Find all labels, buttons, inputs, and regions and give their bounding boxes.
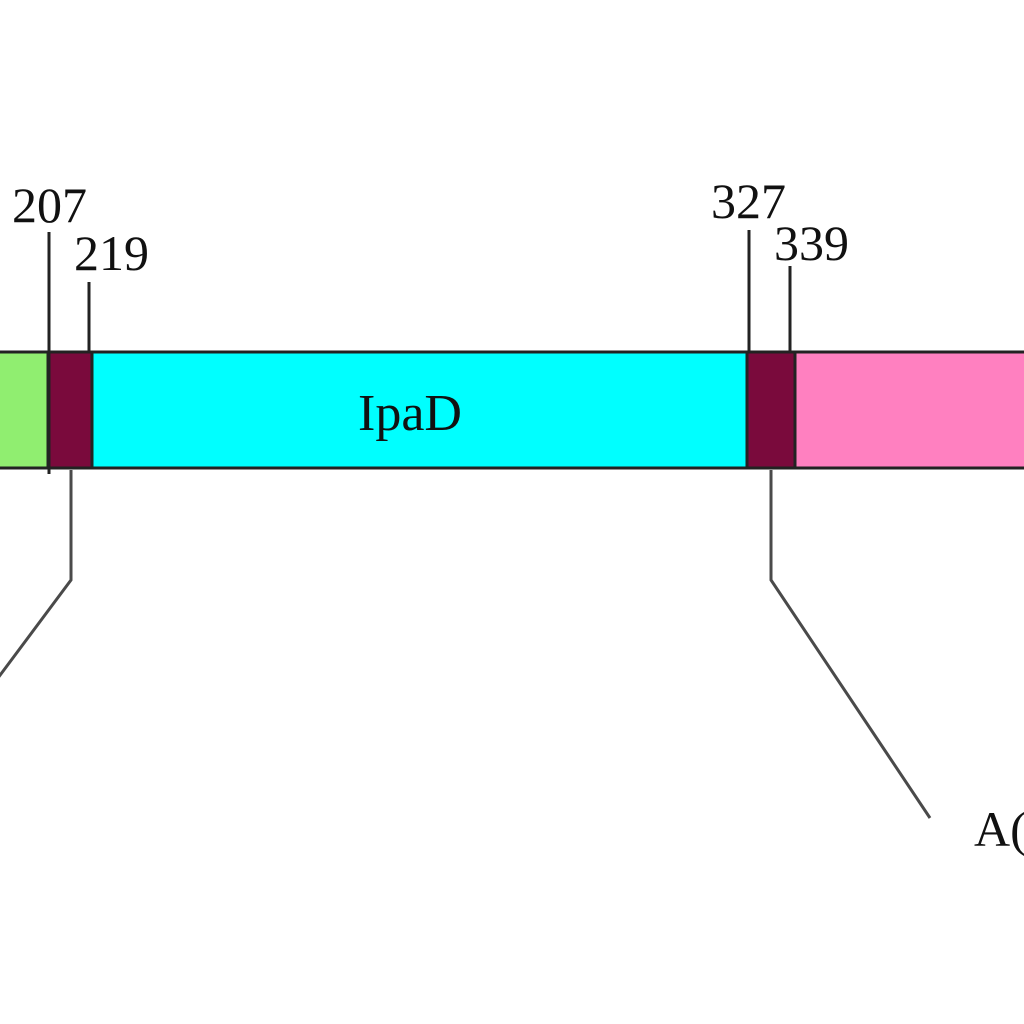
callout-leader-2 — [769, 470, 932, 819]
callout-leaders — [0, 470, 932, 819]
position-label-207: 207 — [12, 177, 87, 233]
callout-leader-1 — [0, 470, 73, 678]
domain-bar — [0, 350, 1024, 470]
segment-label-ipad: IpaD — [358, 385, 462, 442]
segment-linker-1 — [46, 350, 94, 470]
position-label-219: 219 — [74, 225, 149, 281]
callout-text-2: A( — [974, 801, 1024, 857]
position-label-339: 339 — [774, 215, 849, 271]
position-label-327: 327 — [711, 173, 786, 229]
segment-linker-2 — [745, 350, 797, 470]
segment-ipad — [90, 350, 749, 470]
segment-cterm — [793, 350, 1024, 470]
position-ticks — [47, 230, 792, 474]
segment-nterm — [0, 350, 50, 470]
